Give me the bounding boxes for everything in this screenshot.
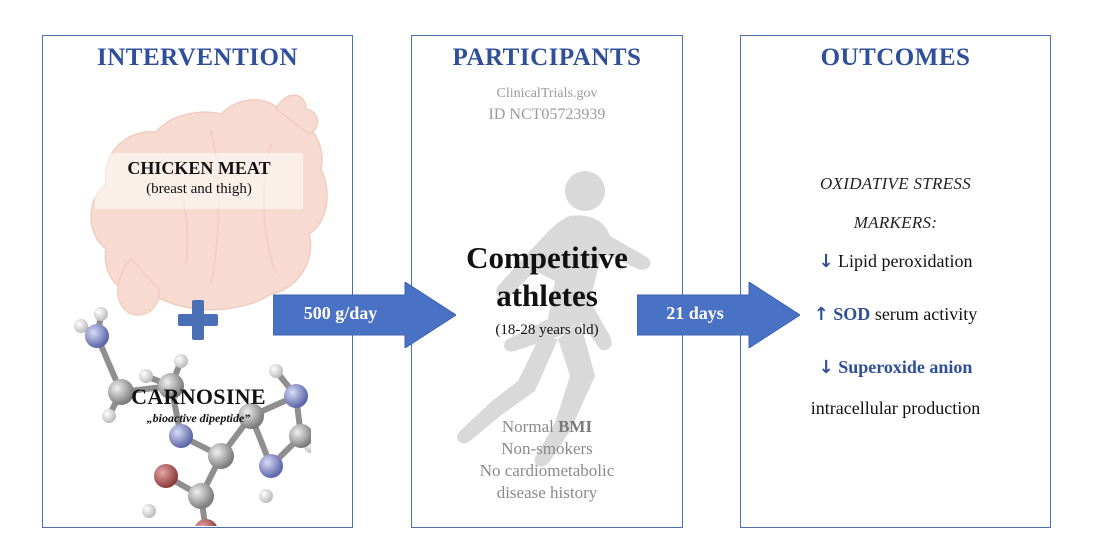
outcome-intracellular: intracellular production <box>810 398 981 418</box>
inclusion-criteria: Normal BMI Non-smokers No cardiometaboli… <box>412 416 682 504</box>
food-title: CHICKEN MEAT <box>127 158 271 178</box>
compound-subtitle: „bioactive dipeptide” <box>146 411 251 425</box>
outcome-3-bold: Superoxide anion <box>838 357 973 377</box>
registry-id: ID NCT05723939 <box>488 106 606 123</box>
outcomes-title: OUTCOMES <box>820 44 971 71</box>
arrow-down-icon: ↓ <box>818 357 834 378</box>
intervention-panel: INTERVENTION CHICKEN MEAT (breast and th… <box>42 35 353 528</box>
criteria-bmi: BMI <box>558 417 593 436</box>
markers-line-1: OXIDATIVE STRESS <box>819 174 971 193</box>
outcome-1-text: Lipid peroxidation <box>838 251 973 271</box>
athlete-silhouette-icon <box>457 171 651 467</box>
group-line-2: athletes <box>496 278 598 313</box>
participants-title: PARTICIPANTS <box>452 44 642 71</box>
plus-icon <box>178 300 218 340</box>
carnosine-molecule-icon <box>74 307 311 526</box>
intervention-title: INTERVENTION <box>97 44 298 71</box>
right-arrow-icon <box>273 282 456 348</box>
outcome-2-text: serum activity <box>870 304 978 324</box>
participants-panel: PARTICIPANTS ClinicalTrials.gov ID NCT05… <box>411 35 683 528</box>
criteria-normal: Normal <box>501 417 559 436</box>
criteria-cardiometabolic: No cardiometabolic <box>479 461 615 480</box>
arrow-up-icon: ↑ <box>813 304 829 325</box>
group-line-1: Competitive <box>466 240 628 275</box>
arrow-down-icon: ↓ <box>818 251 834 272</box>
outcome-lipid-peroxidation: ↓ Lipid peroxidation <box>741 251 1050 272</box>
chicken-meat-label: CHICKEN MEAT (breast and thigh) <box>95 153 303 209</box>
duration-label: 21 days <box>666 303 724 323</box>
outcome-superoxide: ↓ Superoxide anion <box>741 357 1050 378</box>
food-subtitle: (breast and thigh) <box>146 181 252 197</box>
age-range: (18-28 years old) <box>495 322 599 338</box>
criteria-bmi-line: Normal BMI <box>412 416 682 438</box>
outcome-sod: ↑ SOD serum activity <box>741 304 1050 325</box>
oxidative-stress-markers-heading: OXIDATIVE STRESS MARKERS: <box>741 164 1050 242</box>
dose-label: 500 g/day <box>303 303 378 323</box>
compound-title: CARNOSINE <box>131 384 266 409</box>
outcome-2-bold: SOD <box>833 304 871 324</box>
right-arrow-icon <box>637 282 800 348</box>
criteria-nonsmokers: Non-smokers <box>501 439 593 458</box>
participant-group: Competitive athletes <box>412 239 682 315</box>
registry-name: ClinicalTrials.gov <box>496 86 598 101</box>
markers-line-2: MARKERS: <box>853 213 938 232</box>
carnosine-label: CARNOSINE „bioactive dipeptide” <box>43 384 352 426</box>
criteria-history: disease history <box>496 483 598 502</box>
outcomes-panel: OUTCOMES OXIDATIVE STRESS MARKERS: ↓ Lip… <box>740 35 1051 528</box>
